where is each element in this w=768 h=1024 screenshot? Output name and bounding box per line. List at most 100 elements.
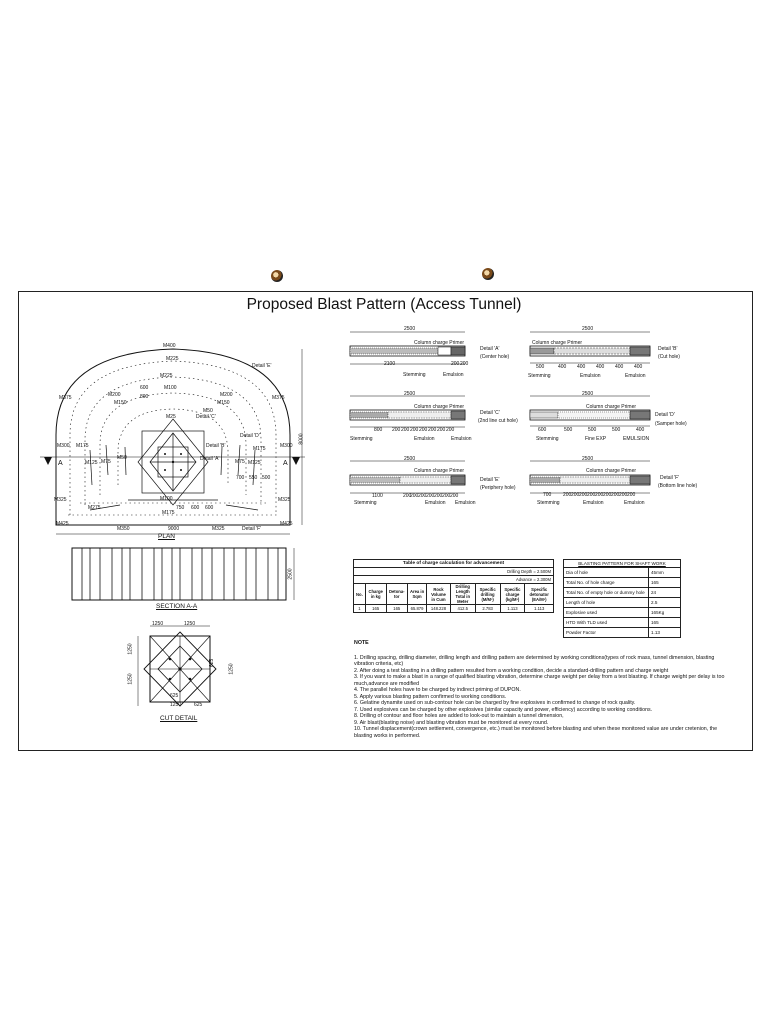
table-header: Detona-tor bbox=[385, 583, 408, 605]
detail-dim: 2100 bbox=[384, 361, 396, 367]
detail-dim: 500 bbox=[536, 364, 545, 370]
detail-total: 2500 bbox=[582, 391, 594, 397]
advance: Advance = 2.300M bbox=[353, 575, 554, 584]
plan-label: 600 bbox=[205, 505, 214, 511]
plan-label: M325 bbox=[212, 526, 225, 532]
plan-label: 600 bbox=[191, 505, 200, 511]
section-marker-left: A bbox=[58, 460, 63, 467]
table-cell: Explosive used bbox=[563, 607, 649, 618]
pin-left bbox=[271, 270, 283, 282]
detail-dim: 400 bbox=[634, 364, 643, 370]
detail-label: Emulsion bbox=[425, 500, 446, 506]
shaft-table: BLASTING PATTERN FOR SHAFT WORK Dia of h… bbox=[563, 559, 681, 638]
cut-dim: 625 bbox=[194, 702, 203, 708]
detail-dim: 200 bbox=[437, 427, 446, 433]
cut-dim: 1250 bbox=[184, 621, 196, 627]
detail-label: Emulsion bbox=[443, 372, 464, 378]
detail-label: Emulsion bbox=[583, 500, 604, 506]
table-cell: Powder Factor bbox=[563, 627, 649, 638]
detail-dim: 600 bbox=[538, 427, 547, 433]
cut-dim: 1250 bbox=[127, 643, 134, 655]
note-item: 7. Used explosives can be charged by oth… bbox=[354, 706, 653, 713]
detail-title: Detail 'F' bbox=[660, 475, 680, 481]
plan-label: Detail 'C' bbox=[196, 414, 216, 420]
detail-dim: 200 bbox=[563, 492, 572, 498]
detail-dim: 200 bbox=[587, 492, 596, 498]
detail-dim: 800 bbox=[374, 427, 383, 433]
plan-label: M225 bbox=[160, 373, 173, 379]
note-item: 2. After doing a test blasting in a dril… bbox=[354, 667, 669, 674]
note-item: 1. Drilling spacing, drilling diameter, … bbox=[354, 654, 715, 668]
table-cell: 2.5 bbox=[648, 597, 681, 608]
plan-label: M350 bbox=[117, 526, 130, 532]
detail-f-drawing bbox=[529, 460, 651, 494]
detail-total: 2500 bbox=[404, 456, 416, 462]
detail-dim: 200 bbox=[595, 492, 604, 498]
plan-label: M400 bbox=[163, 343, 176, 349]
detail-total: 2500 bbox=[582, 456, 594, 462]
detail-total: 2500 bbox=[404, 326, 416, 332]
detail-primer: Column charge Primer bbox=[414, 404, 465, 410]
detail-label: Emulsion bbox=[451, 436, 472, 442]
detail-sub: (Periphery hole) bbox=[480, 485, 516, 491]
detail-dim: 200 bbox=[401, 427, 410, 433]
detail-dim: 200 bbox=[619, 492, 628, 498]
plan-label: M375 bbox=[59, 395, 72, 401]
detail-label: Emulsion bbox=[624, 500, 645, 506]
detail-dim: 200 bbox=[426, 493, 435, 499]
table-cell: 165 bbox=[364, 604, 387, 613]
plan-label: M300 bbox=[280, 443, 293, 449]
table-cell: 2.783 bbox=[474, 604, 501, 613]
plan-label: 550 bbox=[249, 475, 258, 481]
detail-title: Detail 'E' bbox=[480, 477, 500, 483]
detail-dim: 200 bbox=[451, 361, 460, 367]
plan-caption: PLAN bbox=[158, 533, 175, 540]
detail-title: Detail 'B' bbox=[658, 346, 678, 352]
table-header: Specific charge (kg/M³) bbox=[499, 583, 526, 605]
plan-label: M125 bbox=[248, 460, 261, 466]
detail-label: Emulsion bbox=[414, 436, 435, 442]
detail-dim: 200 bbox=[410, 427, 419, 433]
detail-dim: 500 bbox=[564, 427, 573, 433]
plan-label: M175 bbox=[76, 443, 89, 449]
table-header: Charge in kg bbox=[364, 583, 387, 605]
detail-dim: 200 bbox=[611, 492, 620, 498]
detail-dim: 200 bbox=[603, 492, 612, 498]
detail-dim: 200 bbox=[579, 492, 588, 498]
section-dim: 2500 bbox=[287, 568, 294, 580]
table-cell: 1.113 bbox=[524, 604, 554, 613]
plan-label: Detail 'A' bbox=[200, 456, 220, 462]
detail-total: 2500 bbox=[582, 326, 594, 332]
plan-label: 500 bbox=[262, 475, 271, 481]
detail-dim: 200 bbox=[392, 427, 401, 433]
detail-sub: (Samper hole) bbox=[655, 421, 687, 427]
table-cell: Total No. of hole charge bbox=[563, 577, 649, 588]
detail-sub: (Cut hole) bbox=[658, 354, 680, 360]
plan-label: M175 bbox=[162, 510, 175, 516]
plan-label: M275 bbox=[88, 505, 101, 511]
plan-label: 700 bbox=[236, 475, 245, 481]
plan-label: M25 bbox=[166, 414, 176, 420]
detail-e-drawing bbox=[349, 460, 466, 494]
plan-label: M175 bbox=[253, 446, 266, 452]
cut-dim: 1250 bbox=[228, 663, 235, 675]
plan-label: M50 bbox=[117, 455, 127, 461]
cut-caption: CUT DETAIL bbox=[160, 715, 198, 722]
table-cell: 1 bbox=[353, 604, 366, 613]
detail-dim: 400 bbox=[558, 364, 567, 370]
table-cell: 1.113 bbox=[499, 604, 526, 613]
plan-label: Detail 'F' bbox=[242, 526, 262, 532]
note-item: 6. Gelatine dynamite used on sub-contour… bbox=[354, 700, 636, 706]
detail-b-drawing bbox=[529, 331, 651, 364]
drilling-depth: Drilling Depth = 2.500M bbox=[353, 567, 554, 576]
note-item: 3. If you want to make a blast in a rang… bbox=[354, 674, 725, 687]
detail-label: Emulsion bbox=[625, 373, 646, 379]
detail-primer: Column charge Primer bbox=[532, 340, 583, 346]
detail-a-drawing bbox=[349, 331, 466, 365]
